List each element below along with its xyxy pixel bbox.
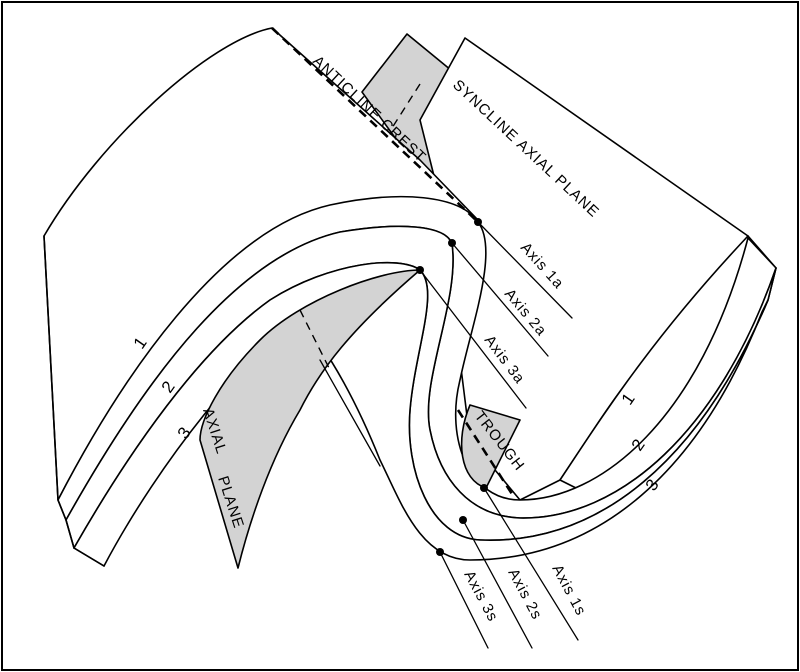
axis-3a-line <box>419 269 527 409</box>
axis-2a-line <box>451 242 549 357</box>
axis-1s-line <box>483 487 579 641</box>
hinge-point-2s <box>459 516 467 524</box>
axis-1a-line <box>477 221 573 319</box>
axis-3s-line <box>439 551 489 649</box>
left-stack-edge <box>43 235 105 567</box>
axis-2s-label: Axis 2s <box>504 566 545 623</box>
trough-line <box>456 409 514 495</box>
anticline-axial-plane <box>199 269 421 569</box>
axis-3s-label: Axis 3s <box>460 568 501 625</box>
axial-trace-line <box>319 359 381 467</box>
anticline-crest-line <box>271 27 479 223</box>
anticline-plane-hidden-edge <box>299 309 331 371</box>
axis-1s-label: Axis 1s <box>548 562 589 619</box>
hinge-point-1a <box>474 218 482 226</box>
hinge-point-3s <box>436 548 444 556</box>
hinge-point-3a <box>416 266 424 274</box>
hinge-point-1s <box>480 484 488 492</box>
hinge-point-2a <box>448 239 456 247</box>
fold-band-3 <box>73 261 769 567</box>
axis-2s-line <box>462 519 533 649</box>
syncline-plane-hidden-edge <box>391 83 421 129</box>
